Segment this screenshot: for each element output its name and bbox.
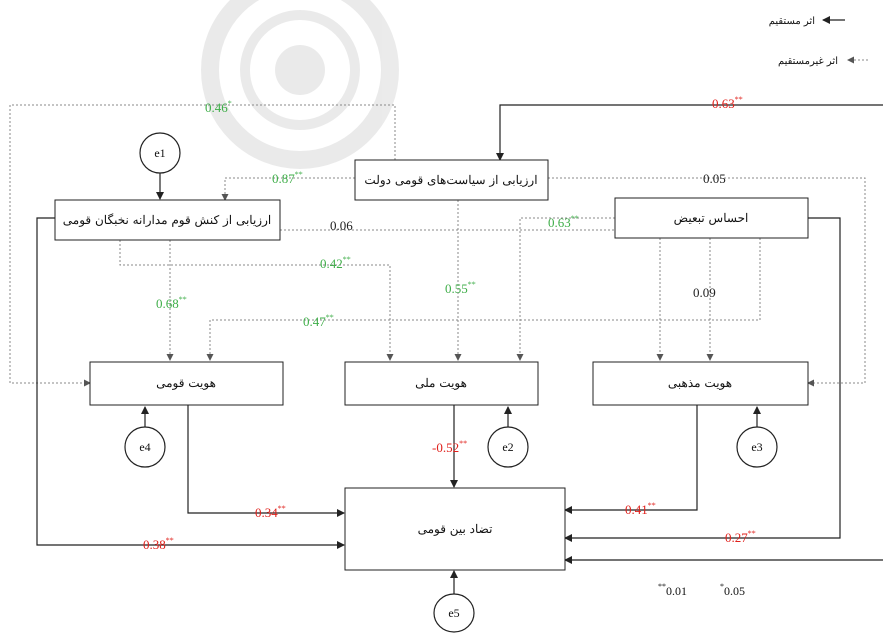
node-elites-label: ارزیابی از کنش قوم مدارانه نخبگان قومی: [63, 213, 271, 227]
error-e2-label: e2: [502, 440, 513, 454]
coef-m052: -0.52**: [432, 439, 467, 455]
error-e2: e2: [487, 426, 529, 468]
path-042: [119, 240, 394, 361]
coef-046: 0.46*: [205, 99, 232, 115]
path-047: [206, 238, 761, 361]
node-discrimination-label: احساس تبعیض: [674, 211, 749, 225]
coef-068: 0.68**: [156, 295, 187, 311]
legend: اثر مستقیم اثر غیرمستقیم: [769, 16, 868, 67]
coef-009: 0.09: [693, 285, 716, 300]
node-religious-identity-label: هویت مذهبی: [668, 376, 732, 390]
coefficient-labels: 0.46* 0.63** 0.87** 0.05 0.06 0.63** 0.4…: [143, 95, 756, 552]
indirect-paths: [9, 104, 866, 387]
error-e1: e1: [139, 132, 181, 174]
node-ethnic-identity-label: هویت قومی: [156, 376, 216, 390]
path-087: [221, 177, 355, 201]
path-038: [36, 217, 345, 549]
error-e1-label: e1: [154, 146, 165, 160]
coef-034: 0.34**: [255, 504, 286, 520]
path-034: [187, 405, 345, 517]
node-conflict: تضاد بین قومی: [344, 487, 566, 571]
coef-027: 0.27**: [725, 529, 756, 545]
coef-055: 0.55**: [445, 280, 476, 296]
coef-063-top: 0.63**: [712, 95, 743, 111]
path-063-mid: [516, 217, 615, 361]
coef-006: 0.06: [330, 218, 353, 233]
error-e3-label: e3: [751, 440, 762, 454]
significance-key: **0.01 *0.05: [658, 582, 745, 598]
error-e4: e4: [124, 426, 166, 468]
node-conflict-label: تضاد بین قومی: [418, 522, 493, 536]
node-ethnic-identity: هویت قومی: [89, 361, 284, 406]
error-e5: e5: [433, 593, 475, 633]
node-discrimination: احساس تبعیض: [614, 197, 809, 239]
error-e5-label: e5: [448, 606, 459, 620]
coef-087: 0.87**: [272, 170, 303, 186]
sig-005: *0.05: [720, 582, 745, 598]
error-e3: e3: [736, 426, 778, 468]
coef-063-mid: 0.63**: [548, 214, 579, 230]
error-e4-label: e4: [139, 440, 150, 454]
path-041: [564, 405, 698, 514]
direct-paths: [36, 104, 883, 595]
node-elites: ارزیابی از کنش قوم مدارانه نخبگان قومی: [54, 199, 281, 241]
coef-005: 0.05: [703, 171, 726, 186]
sig-001: **0.01: [658, 582, 687, 598]
node-policies-label: ارزیابی از سیاست‌های قومی دولت: [364, 173, 537, 187]
path-027: [564, 217, 841, 542]
coef-038: 0.38**: [143, 536, 174, 552]
legend-indirect-label: اثر غیرمستقیم: [778, 56, 838, 67]
node-religious-identity: هویت مذهبی: [592, 361, 809, 406]
coef-041: 0.41**: [625, 501, 656, 517]
legend-direct-label: اثر مستقیم: [769, 16, 815, 27]
watermark-emblem: [201, 0, 399, 169]
node-national-identity-label: هویت ملی: [415, 376, 467, 390]
path-063-top: [496, 104, 883, 161]
path-006: [280, 229, 664, 361]
coef-047: 0.47**: [303, 313, 334, 329]
coef-042: 0.42**: [320, 255, 351, 271]
node-policies: ارزیابی از سیاست‌های قومی دولت: [354, 159, 549, 201]
node-national-identity: هویت ملی: [344, 361, 539, 406]
